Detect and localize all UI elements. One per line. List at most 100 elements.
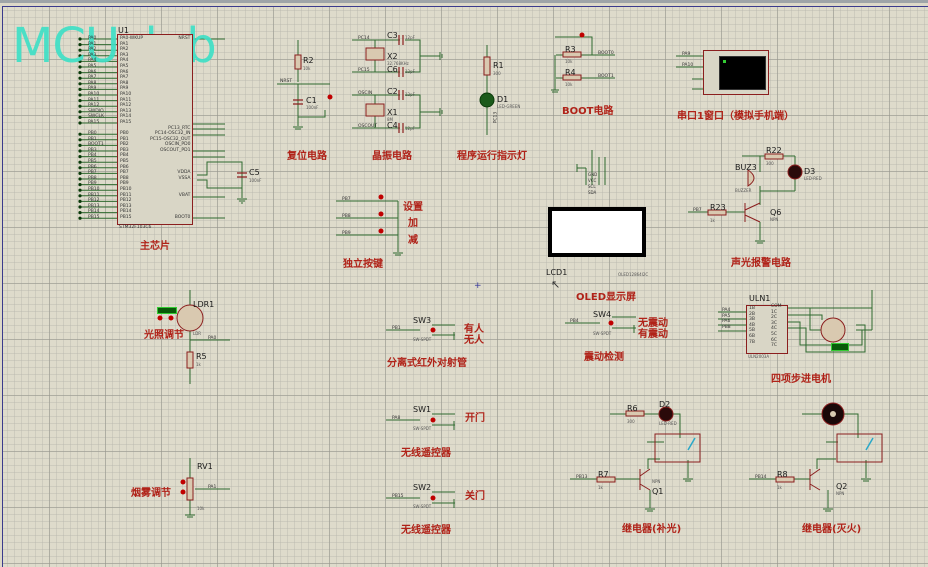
uln-input-nets: PA4 PA5 PA6 PB8 [722,308,731,330]
transistor-Q2[interactable] [809,468,821,491]
resistor-R5[interactable] [186,351,194,369]
net-terminal-dot [78,171,82,175]
net-terminal-dot [78,194,82,198]
val-SW1: SW-SPDT [413,426,432,431]
label-sw2-on: 关门 [465,491,485,502]
net-terminal-dot [78,216,82,220]
section-light: 光照调节 [144,330,184,341]
val-Q1: NPN [652,479,661,484]
net-oscout: OSCOUT [358,124,378,129]
sw1-toggle[interactable] [430,417,436,423]
crystal-X1[interactable] [365,103,385,117]
reset-button-indicator[interactable] [327,94,333,100]
ref-X2: X2 [387,52,398,61]
net-terminal-dot [78,188,82,192]
val-Q2: NPN [836,491,845,496]
potentiometer-RV1[interactable] [186,477,194,501]
ref-C4: C4 [387,121,398,130]
net-terminal-dot [78,76,82,80]
resistor-R7[interactable] [596,476,616,483]
resistor-R23[interactable] [707,209,727,216]
val-C4: 12pF [405,126,415,131]
net-terminal-dot [78,65,82,69]
led-D3-red[interactable] [787,164,803,180]
net-terminal-dot [78,48,82,52]
stepper-position-display [831,343,849,351]
net-pa8: PA8 [392,416,401,421]
terminal-cursor [723,60,726,63]
val-C2: 12pF [405,92,415,97]
transistor-Q6[interactable] [744,202,761,223]
relay-2[interactable] [836,433,883,463]
net-pa10: PA10 [682,63,694,68]
key-set-indicator[interactable] [378,194,384,200]
transistor-Q1[interactable] [639,468,651,491]
stepper-motor[interactable] [820,317,846,343]
net-terminal-dot [78,138,82,142]
net-pa0: PA0 [208,336,217,341]
section-run-led: 程序运行指示灯 [457,151,527,162]
rv1-inc-button[interactable] [180,479,186,485]
net-pb9-key: PB9 [342,231,351,236]
resistor-R22[interactable] [764,153,784,160]
resistor-R2[interactable] [294,54,302,70]
ref-SW3: SW3 [413,316,432,325]
sw2-toggle[interactable] [430,495,436,501]
led-D2-red[interactable] [658,406,674,422]
label-sw3-on: 有人 [464,324,484,335]
window-top-bar [0,0,928,3]
section-smoke: 烟雾调节 [131,488,171,499]
ref-D2: D2 [659,400,671,409]
virtual-terminal[interactable] [703,50,769,95]
net-terminal-dot [78,110,82,114]
resistor-R6[interactable] [625,410,645,417]
schematic-sheet[interactable] [2,6,928,567]
key-add-indicator[interactable] [378,211,384,217]
crosshair-icon: + [474,281,482,291]
label-sw1-on: 开门 [465,413,485,424]
val-C1: 100nF [306,105,319,110]
net-terminal-dot [78,59,82,64]
ref-R4: R4 [565,68,576,77]
buzzer-BUZ3[interactable] [747,169,755,187]
resistor-R4[interactable] [562,74,582,81]
net-terminal-dot [78,211,82,215]
net-terminal-dot [78,143,82,147]
rv1-dec-button[interactable] [180,489,186,495]
section-reset: 复位电路 [287,151,327,162]
led-D1-green[interactable] [479,92,495,108]
net-terminal-dot [78,87,82,91]
crystal-X2[interactable] [365,47,385,61]
resistor-R3[interactable] [562,51,582,58]
ref-R23: R23 [710,203,726,212]
val-R7: 1k [598,485,603,490]
ldr-inc-button[interactable] [168,315,174,321]
ref-SW1: SW1 [413,405,432,414]
ic-ULN1[interactable] [746,305,788,354]
section-crystal: 晶振电路 [372,151,412,162]
resistor-R1[interactable] [483,56,491,76]
key-sub-indicator[interactable] [378,228,384,234]
net-pc15: PC15 [358,68,370,73]
ldr-LDR1[interactable] [176,304,204,332]
section-relay-fire: 继电器(灭火) [802,524,862,535]
ldr-dec-button[interactable] [157,315,163,321]
mcu-U1[interactable] [117,34,193,225]
net-terminal-dot [78,43,82,47]
net-pb4: PB4 [570,319,579,324]
boot-button-indicator[interactable] [579,32,585,38]
oled-pin-labels: GND VCC SCL SDA [588,172,598,195]
relay-1[interactable] [654,433,701,463]
section-main-chip: 主芯片 [140,241,170,252]
net-pb7-alarm: PB7 [693,208,702,213]
val-LDR1: LDR [193,331,202,336]
sw3-toggle[interactable] [430,327,436,333]
oled-display[interactable] [548,207,646,257]
resistor-R8[interactable] [775,476,795,483]
net-terminal-dot [78,93,82,97]
val-R1: 300 [493,71,501,76]
val-R3: 10k [565,59,573,64]
uln-left-pins: 1B 2B 3B 4B 5B 6B 7B [749,306,755,345]
sw4-toggle[interactable] [608,320,614,326]
ref-C3: C3 [387,31,398,40]
